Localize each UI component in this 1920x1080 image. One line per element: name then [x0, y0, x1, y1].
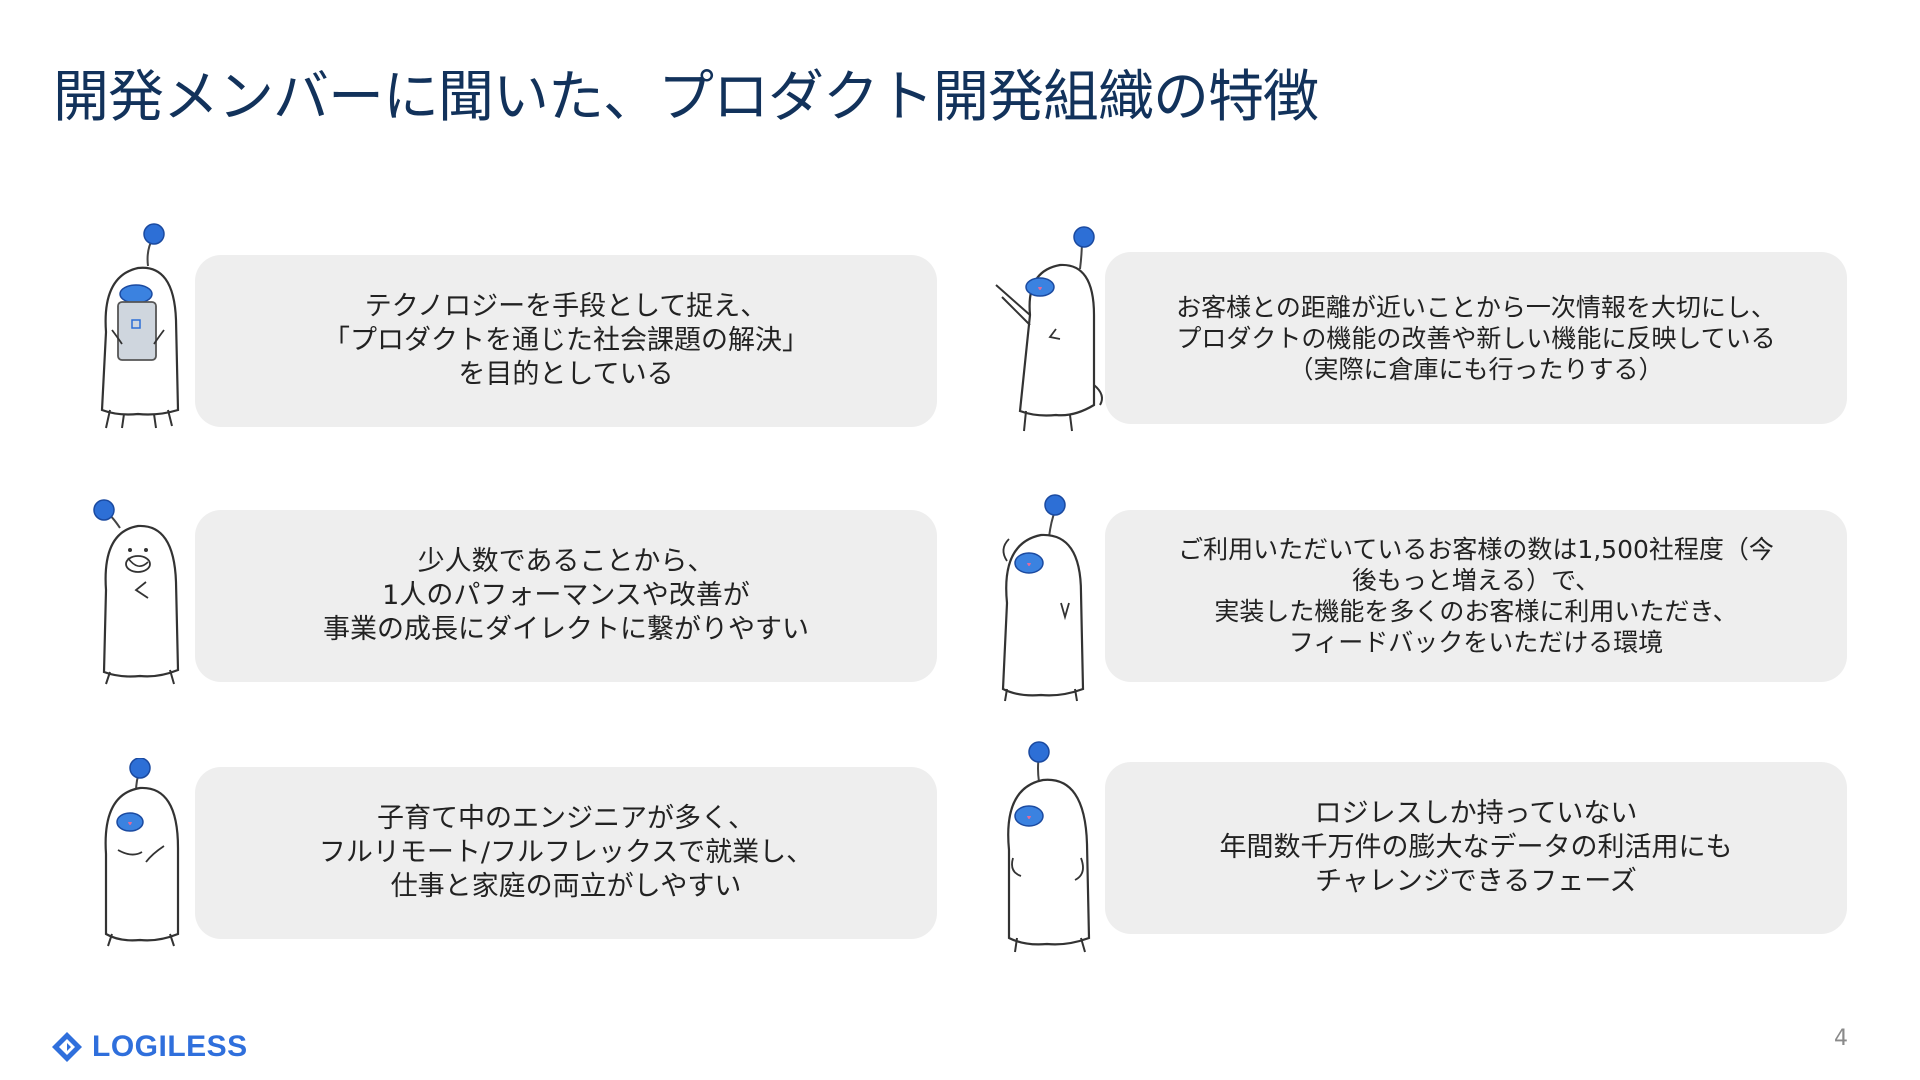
mascot-pointing-icon	[1001, 494, 1085, 702]
card-text: 子育て中のエンジニアが多く、 フルリモート/フルフレックスで就業し、 仕事と家庭…	[318, 803, 814, 902]
card-small-team: 少人数であることから、 1人のパフォーマンスや改善が 事業の成長にダイレクトに繋…	[195, 510, 937, 682]
mascot-arms-crossed-icon	[104, 758, 180, 947]
mascot-thinking-icon	[93, 499, 180, 685]
card-text: 少人数であることから、 1人のパフォーマンスや改善が 事業の成長にダイレクトに繋…	[323, 546, 809, 645]
card-text: ご利用いただいているお客様の数は1,500社程度（今 後もっと増える）で、 実装…	[1178, 535, 1774, 657]
logiless-logo: LOGILESS	[50, 1030, 248, 1064]
mascot-waving-icon	[995, 226, 1103, 432]
mascot-with-phone-icon	[100, 223, 180, 429]
card-technology-as-means: テクノロジーを手段として捉え、 「プロダクトを通じた社会課題の解決」 を目的とし…	[195, 255, 937, 427]
card-text: ロジレスしか持っていない 年間数千万件の膨大なデータの利活用にも チャレンジでき…	[1219, 798, 1733, 897]
page-title: 開発メンバーに聞いた、プロダクト開発組織の特徴	[53, 65, 1319, 130]
card-text: テクノロジーを手段として捉え、 「プロダクトを通じた社会課題の解決」 を目的とし…	[323, 291, 809, 390]
card-customer-proximity: お客様との距離が近いことから一次情報を大切にし、 プロダクトの機能の改善や新しい…	[1105, 252, 1847, 424]
card-data-utilization: ロジレスしか持っていない 年間数千万件の膨大なデータの利活用にも チャレンジでき…	[1105, 762, 1847, 934]
card-work-life-balance: 子育て中のエンジニアが多く、 フルリモート/フルフレックスで就業し、 仕事と家庭…	[195, 767, 937, 939]
mascot-standing-icon	[1007, 741, 1091, 953]
logiless-mark-icon	[52, 1032, 82, 1062]
page-number: 4	[1834, 1026, 1848, 1051]
card-text: お客様との距離が近いことから一次情報を大切にし、 プロダクトの機能の改善や新しい…	[1176, 292, 1776, 384]
card-customer-count: ご利用いただいているお客様の数は1,500社程度（今 後もっと増える）で、 実装…	[1105, 510, 1847, 682]
logo-text: LOGILESS	[92, 1030, 248, 1063]
